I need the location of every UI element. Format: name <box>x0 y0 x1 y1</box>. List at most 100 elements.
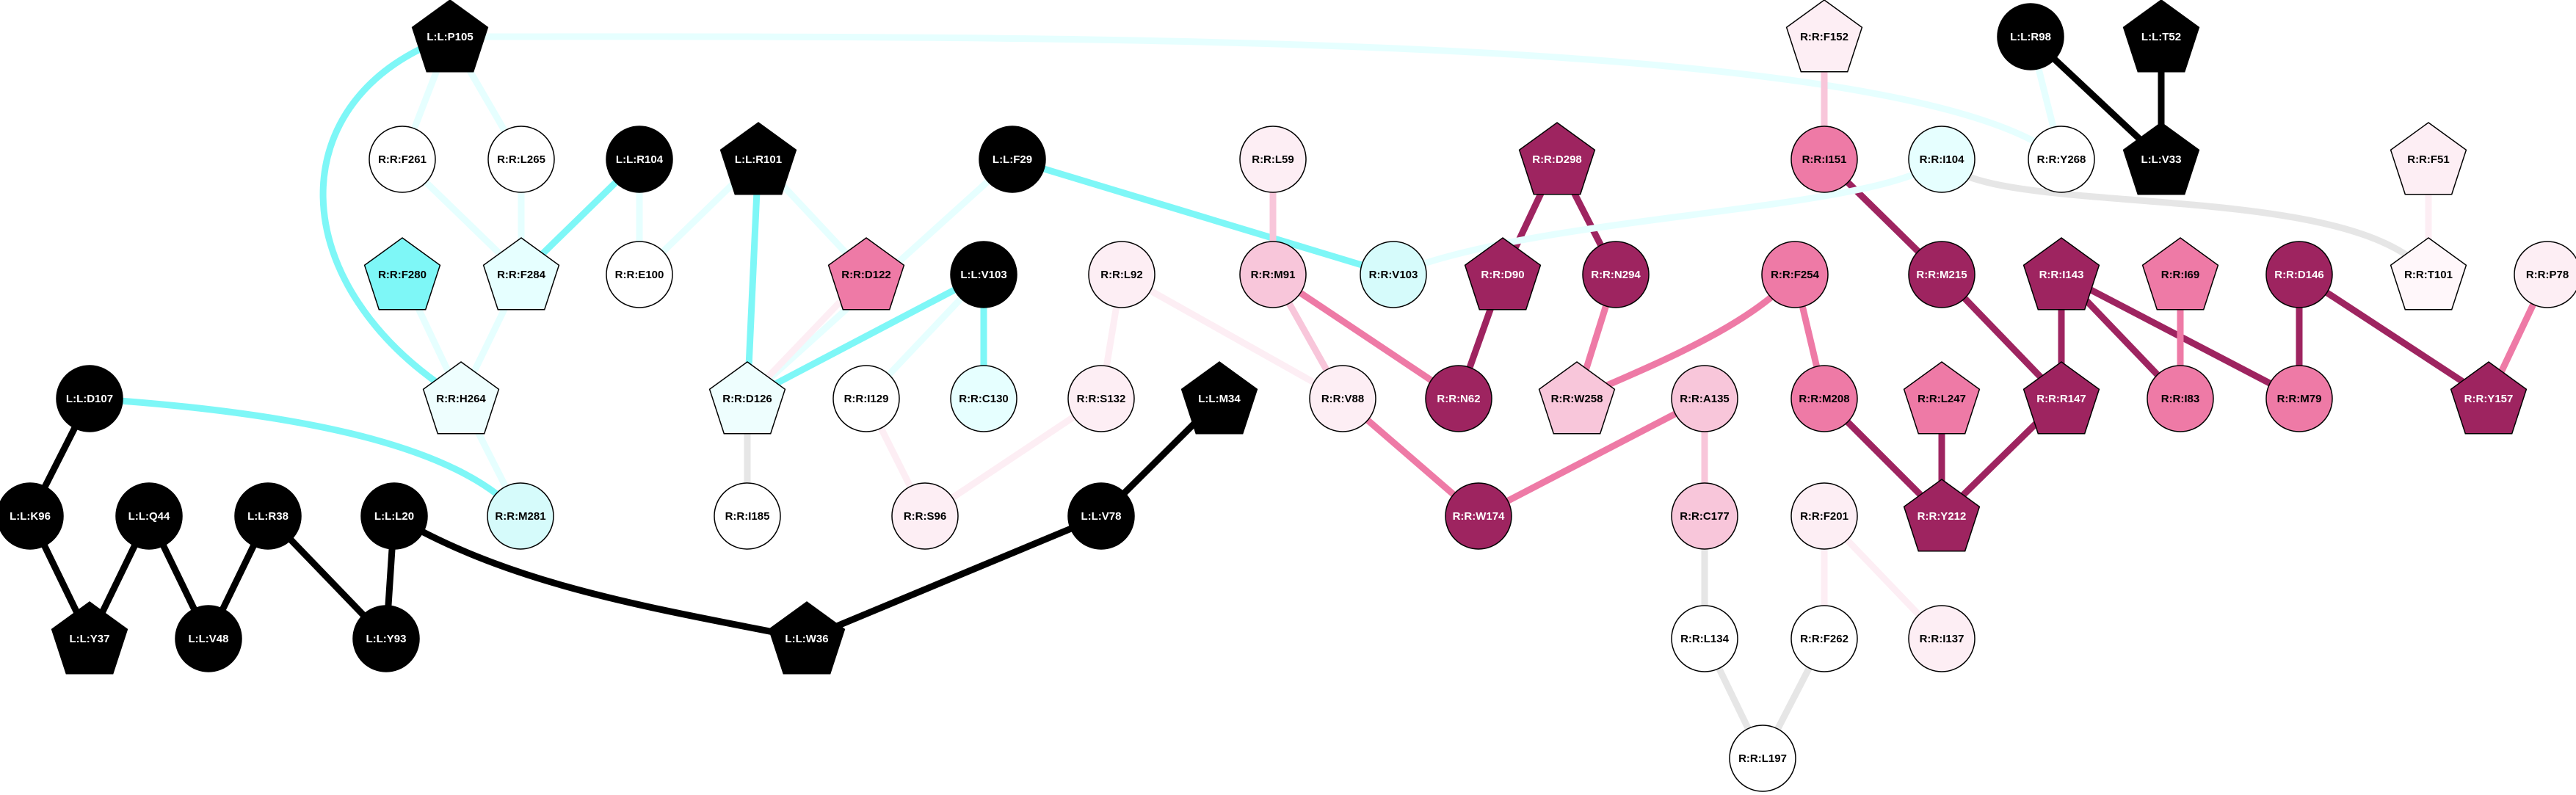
node-r-r-f201[interactable]: R:R:F201 <box>1790 482 1858 550</box>
node-l-l-w36[interactable]: L:L:W36 <box>768 601 846 675</box>
node-r-r-i69[interactable]: R:R:I69 <box>2141 237 2219 311</box>
node-r-r-a135[interactable]: R:R:A135 <box>1671 365 1738 432</box>
node-r-r-l134[interactable]: R:R:L134 <box>1671 605 1738 672</box>
node-r-r-m208[interactable]: R:R:M208 <box>1790 365 1858 432</box>
node-r-r-l265[interactable]: R:R:L265 <box>487 126 555 193</box>
node-r-r-i137[interactable]: R:R:I137 <box>1908 605 1975 672</box>
node-l-l-y37[interactable]: L:L:Y37 <box>51 601 128 675</box>
node-r-r-f261[interactable]: R:R:F261 <box>369 126 436 193</box>
node-label: R:R:F201 <box>1800 510 1848 523</box>
node-r-r-t101[interactable]: R:R:T101 <box>2390 237 2467 311</box>
node-r-r-d298[interactable]: R:R:D298 <box>1518 122 1596 195</box>
circle-node-shape <box>950 365 1017 432</box>
node-r-r-f284[interactable]: R:R:F284 <box>482 237 560 311</box>
node-r-r-f254[interactable]: R:R:F254 <box>1761 241 1829 308</box>
node-l-l-m34[interactable]: L:L:M34 <box>1180 361 1258 435</box>
circle-node-shape <box>606 241 673 308</box>
node-r-r-i104[interactable]: R:R:I104 <box>1908 126 1975 193</box>
node-r-r-h264[interactable]: R:R:H264 <box>422 361 500 435</box>
node-r-r-m215[interactable]: R:R:M215 <box>1908 241 1975 308</box>
node-l-l-l20[interactable]: L:L:L20 <box>360 482 428 550</box>
node-label: R:R:L134 <box>1680 633 1730 645</box>
circle-node-shape <box>1671 365 1738 432</box>
node-r-r-f280[interactable]: R:R:F280 <box>363 237 441 311</box>
node-l-l-f29[interactable]: L:L:F29 <box>979 126 1046 193</box>
node-l-l-v33[interactable]: L:L:V33 <box>2122 122 2200 195</box>
node-r-r-w174[interactable]: R:R:W174 <box>1445 482 1512 550</box>
node-label: L:L:V78 <box>1081 510 1121 523</box>
node-r-r-r147[interactable]: R:R:R147 <box>2022 361 2100 435</box>
node-l-l-r104[interactable]: L:L:R104 <box>606 126 673 193</box>
node-l-l-v103[interactable]: L:L:V103 <box>950 241 1017 308</box>
node-label: R:R:F262 <box>1800 633 1848 645</box>
node-r-r-e100[interactable]: R:R:E100 <box>606 241 673 308</box>
node-r-r-i83[interactable]: R:R:I83 <box>2147 365 2214 432</box>
node-r-r-l92[interactable]: R:R:L92 <box>1088 241 1155 308</box>
node-r-r-i185[interactable]: R:R:I185 <box>714 482 781 550</box>
node-r-r-m281[interactable]: R:R:M281 <box>487 482 554 550</box>
node-r-r-w258[interactable]: R:R:W258 <box>1538 361 1616 435</box>
node-l-l-k96[interactable]: L:L:K96 <box>0 482 64 550</box>
node-r-r-d146[interactable]: R:R:D146 <box>2265 241 2333 308</box>
node-r-r-l197[interactable]: R:R:L197 <box>1729 725 1796 792</box>
node-l-l-r98[interactable]: L:L:R98 <box>1997 3 2064 70</box>
node-r-r-s132[interactable]: R:R:S132 <box>1067 365 1135 432</box>
pentagon-node-shape <box>411 0 489 73</box>
pentagon-node-shape <box>2022 361 2100 435</box>
node-label: R:R:P78 <box>2526 269 2569 281</box>
circle-node-shape <box>950 241 1017 308</box>
node-r-r-c177[interactable]: R:R:C177 <box>1671 482 1738 550</box>
node-r-r-d122[interactable]: R:R:D122 <box>827 237 905 311</box>
node-r-r-m79[interactable]: R:R:M79 <box>2265 365 2333 432</box>
node-r-r-n62[interactable]: R:R:N62 <box>1425 365 1492 432</box>
circle-node-shape <box>1088 241 1155 308</box>
circle-node-shape <box>1790 365 1858 432</box>
node-r-r-d126[interactable]: R:R:D126 <box>708 361 786 435</box>
node-label: L:L:D107 <box>66 393 113 405</box>
node-label: R:R:F280 <box>378 269 427 281</box>
node-r-r-v88[interactable]: R:R:V88 <box>1309 365 1376 432</box>
node-r-r-n294[interactable]: R:R:N294 <box>1582 241 1650 308</box>
circle-node-shape <box>1790 605 1858 672</box>
node-label: L:L:W36 <box>785 633 828 645</box>
node-l-l-y93[interactable]: L:L:Y93 <box>352 605 420 672</box>
node-r-r-y212[interactable]: R:R:Y212 <box>1903 479 1981 552</box>
circle-node-shape <box>487 482 554 550</box>
node-r-r-y157[interactable]: R:R:Y157 <box>2450 361 2528 435</box>
node-r-r-p78[interactable]: R:R:P78 <box>2514 241 2576 308</box>
pentagon-node-shape <box>2122 122 2200 195</box>
pentagon-node-shape <box>708 361 786 435</box>
edge-r-r-d146-to-r-r-y157 <box>2296 271 2492 402</box>
node-r-r-l247[interactable]: R:R:L247 <box>1903 361 1981 435</box>
circle-node-shape <box>1997 3 2064 70</box>
node-l-l-v48[interactable]: L:L:V48 <box>175 605 242 672</box>
node-label: L:L:M34 <box>1198 393 1241 405</box>
node-r-r-f262[interactable]: R:R:F262 <box>1790 605 1858 672</box>
node-l-l-p105[interactable]: L:L:P105 <box>411 0 489 73</box>
circle-node-shape <box>1908 605 1975 672</box>
node-label: R:R:I69 <box>2161 269 2200 281</box>
node-l-l-r101[interactable]: L:L:R101 <box>719 122 797 195</box>
node-label: L:L:L20 <box>374 510 414 523</box>
node-r-r-i129[interactable]: R:R:I129 <box>832 365 900 432</box>
node-r-r-m91[interactable]: R:R:M91 <box>1239 241 1307 308</box>
node-r-r-f152[interactable]: R:R:F152 <box>1785 0 1863 73</box>
node-l-l-v78[interactable]: L:L:V78 <box>1067 482 1135 550</box>
node-r-r-i151[interactable]: R:R:I151 <box>1790 126 1858 193</box>
node-r-r-v103[interactable]: R:R:V103 <box>1360 241 1427 308</box>
node-l-l-q44[interactable]: L:L:Q44 <box>115 482 183 550</box>
node-r-r-l59[interactable]: R:R:L59 <box>1239 126 1307 193</box>
edge-r-r-s132-to-r-r-s96 <box>921 395 1105 520</box>
node-l-l-t52[interactable]: L:L:T52 <box>2122 0 2200 73</box>
node-l-l-d107[interactable]: L:L:D107 <box>56 365 123 432</box>
node-r-r-i143[interactable]: R:R:I143 <box>2022 237 2100 311</box>
node-r-r-s96[interactable]: R:R:S96 <box>891 482 959 550</box>
node-l-l-r38[interactable]: L:L:R38 <box>234 482 302 550</box>
node-r-r-d90[interactable]: R:R:D90 <box>1464 237 1542 311</box>
node-r-r-y268[interactable]: R:R:Y268 <box>2028 126 2095 193</box>
node-r-r-f51[interactable]: R:R:F51 <box>2390 122 2467 195</box>
node-r-r-c130[interactable]: R:R:C130 <box>950 365 1017 432</box>
node-label: R:R:W174 <box>1453 510 1505 523</box>
node-label: R:R:L59 <box>1252 153 1294 166</box>
